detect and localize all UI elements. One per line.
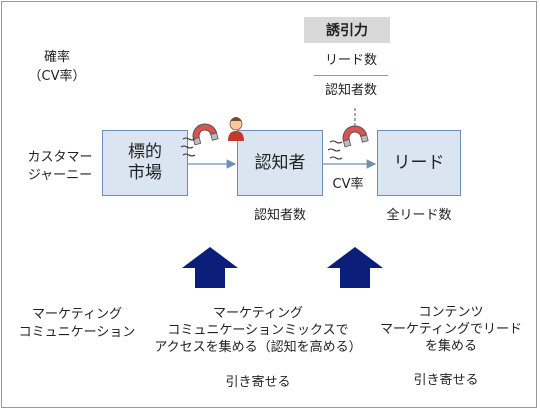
conversion-rate-label: CV率 (332, 177, 364, 192)
stage-label: 認知者 (254, 152, 306, 173)
bottom-right-line2: マーケティングでリード (380, 322, 522, 337)
bottom-left-line2: コミュニケーション (18, 325, 136, 340)
stage-lead: リード (377, 130, 461, 196)
journey-label-line2: ジャーニー (27, 168, 93, 183)
stage-label: 標的 (128, 142, 162, 162)
stage-target-market: 標的 市場 (102, 130, 188, 196)
bottom-right-line3: を集める (424, 339, 477, 354)
person-icon (228, 117, 244, 141)
bottom-mid-line3: アクセスを集める（認知を高める） (154, 340, 362, 355)
bottom-mid-pull: 引き寄せる (225, 375, 291, 390)
magnet-field-icon (180, 137, 196, 157)
rate-label-line2: （CV率） (28, 69, 86, 84)
up-arrow-icon (182, 247, 238, 288)
all-leads-metric: 全リード数 (386, 208, 452, 223)
bottom-mid-line2: コミュニケーションミックスで (167, 323, 349, 338)
magnet-icon (192, 123, 219, 146)
magnet-field-icon (327, 140, 343, 160)
stage-label: リード (393, 152, 445, 173)
stage-aware: 認知者 (237, 130, 323, 196)
lead-count-label: リード数 (324, 53, 377, 68)
pull-power-title-text: 誘引力 (326, 23, 368, 39)
journey-label-line1: カスタマー (27, 150, 93, 165)
bottom-right-line1: コンテンツ (418, 305, 484, 320)
aware-count-metric: 認知者数 (253, 208, 306, 223)
pull-power-title: 誘引力 (304, 17, 390, 43)
aware-count-label: 認知者数 (324, 83, 377, 98)
magnet-icon (342, 125, 369, 148)
up-arrow-icon (327, 247, 383, 288)
bottom-left-line1: マーケティング (32, 307, 122, 322)
bottom-mid-line1: マーケティング (213, 306, 303, 321)
fraction-divider (314, 75, 388, 76)
rate-label-line1: 確率 (43, 50, 70, 65)
stage-label: 市場 (128, 163, 162, 183)
bottom-right-pull: 引き寄せる (413, 373, 479, 388)
